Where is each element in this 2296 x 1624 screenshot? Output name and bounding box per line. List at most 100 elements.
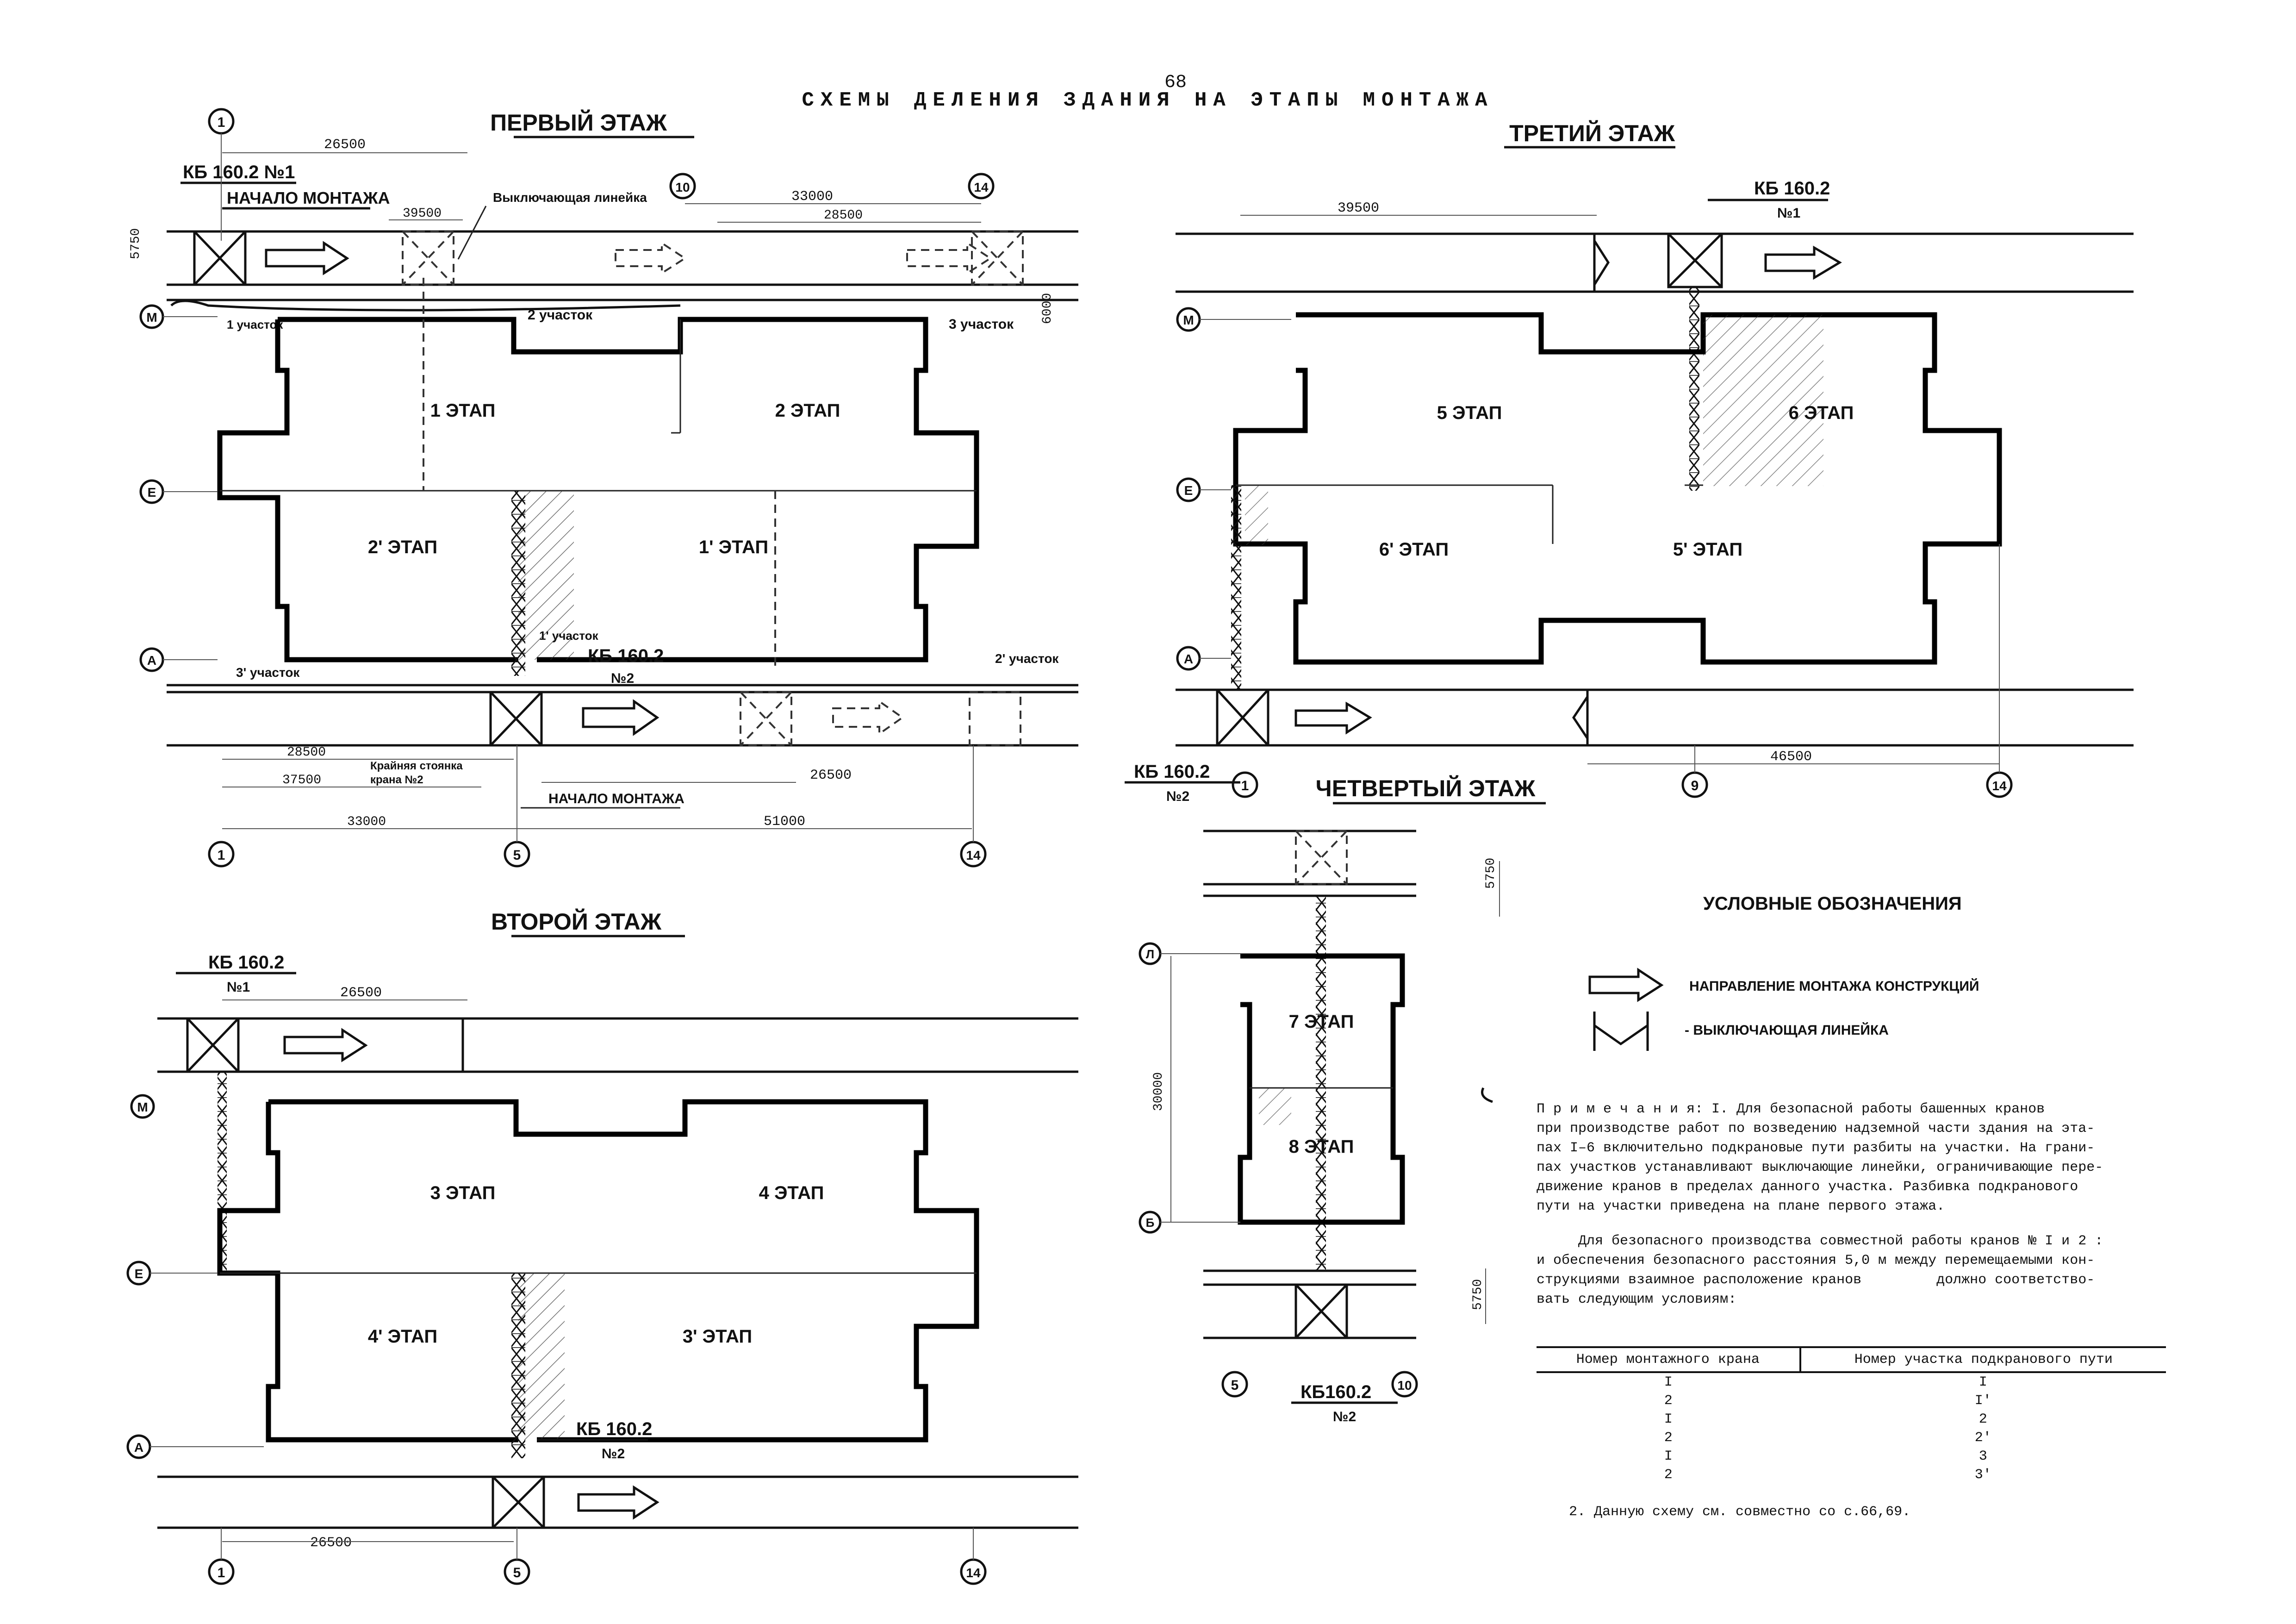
dim-33000-bottom: 33000 [347,815,386,829]
stage-8-label: 8 ЭТАП [1289,1137,1354,1157]
dim-51000-bottom: 51000 [764,814,805,830]
stage-1-label: 1 ЭТАП [430,400,496,421]
crane1-no-second: №1 [227,980,250,995]
third-floor-title: ТРЕТИЙ ЭТАЖ [1509,120,1675,146]
axis-10-top: 10 [675,180,690,194]
axis-a-second: А [134,1440,143,1455]
stage-4-label: 4 ЭТАП [759,1183,824,1203]
dim-28500-bottom: 28500 [287,745,326,760]
notes-paragraph-1: П р и м е ч а н и я: I. Для безопасной р… [1537,1101,2103,1214]
axis-a-first: А [147,653,156,668]
legend: УСЛОВНЫЕ ОБОЗНАЧЕНИЯ НАПРАВЛЕНИЕ МОНТАЖА… [1588,893,1979,1051]
axis-9-third: 9 [1691,778,1699,793]
stage-4prime-label: 4' ЭТАП [368,1326,437,1347]
axis-14-bottom: 14 [966,848,981,862]
section-3prime-label: 3' участок [236,665,300,680]
main-title: СХЕМЫ ДЕЛЕНИЯ ЗДАНИЯ НА ЭТАПЫ МОНТАЖА [802,89,1494,112]
stage-6prime-label: 6' ЭТАП [1379,539,1449,560]
axis-e-first: Е [148,485,156,500]
second-floor-plan: ВТОРОЙ ЭТАЖ КБ 160.2 №1 26500 3 ЭТАП 4 Э… [126,908,1078,1585]
axis-10-fourth: 10 [1397,1378,1412,1393]
stage-2prime-label: 2' ЭТАП [368,537,437,557]
axis-5-bottom: 5 [513,848,521,863]
dim-33000-top: 33000 [791,189,833,205]
axis-m-second: М [137,1100,148,1114]
axis-a-third: А [1184,652,1193,666]
axis-14-top: 14 [974,180,989,194]
dim-5750-fourth-top: 5750 [1484,858,1498,889]
dim-5750-fourth-bottom: 5750 [1471,1279,1485,1310]
first-floor-plan: ПЕРВЫЙ ЭТАЖ КБ 160.2 №1 НАЧАЛО МОНТАЖА В… [129,108,1078,868]
dim-26500-top: 26500 [324,137,366,153]
axis-m-first: М [146,310,157,325]
limit-switch-label: Выключающая линейка [493,190,647,205]
second-axis-markers: М Е А 1 5 14 [126,1094,987,1585]
table-header-section: Номер участка подкранового пути [1799,1346,2166,1373]
axis-1-top: 1 [218,115,225,130]
crane2-no-first: №2 [611,671,634,686]
direction-arrow-icon [1588,968,1664,1002]
section-2-label: 2 участок [528,307,593,323]
axis-14-second: 14 [966,1566,981,1580]
axis-1-second: 1 [218,1565,225,1580]
notes-paragraph-2: Для безопасного производства совместной … [1537,1233,2103,1307]
crane1-label: КБ 160.2 №1 [183,162,295,182]
section-3-label: 3 участок [949,317,1014,332]
stage-1prime-label: 1' ЭТАП [699,537,768,557]
extreme-stop-label-2: крана №2 [370,774,423,786]
axis-14-third: 14 [1992,779,2007,793]
dim-5750-first: 5750 [129,228,143,259]
axis-b-fourth: Б [1146,1216,1155,1230]
dim-26500-second-top: 26500 [340,985,382,1001]
fourth-floor-plan: ЧЕТВЕРТЫЙ ЭТАЖ 5750 7 ЭТАП 8 ЭТАП 5750 3… [1139,775,1546,1424]
crane2-label-second: КБ 160.2 [576,1419,652,1439]
crane2-label-first: КБ 160.2 [588,646,664,666]
second-floor-title: ВТОРОЙ ЭТАЖ [491,908,662,935]
axis-5-fourth: 5 [1231,1378,1239,1393]
axis-m-third: М [1183,313,1194,327]
start-label-1: НАЧАЛО МОНТАЖА [227,188,390,207]
fourth-floor-title: ЧЕТВЕРТЫЙ ЭТАЖ [1316,775,1536,801]
dim-39500-top: 39500 [403,206,442,221]
crane2-no-second: №2 [602,1446,625,1462]
first-axis-markers: 1 10 14 М Е А 1 5 14 [139,108,995,868]
crane1-label-second: КБ 160.2 [208,952,284,973]
stage-2-label: 2 ЭТАП [775,400,840,421]
crane2-label-fourth: КБ160.2 [1300,1382,1371,1402]
crane1-label-third: КБ 160.2 [1754,178,1830,199]
legend-item-limit-switch: - ВЫКЛЮЧАЮЩАЯ ЛИНЕЙКА [1685,1022,1889,1038]
dim-30000-fourth: 30000 [1151,1072,1166,1111]
stage-7-label: 7 ЭТАП [1289,1012,1354,1032]
axis-5-second: 5 [513,1565,521,1580]
dim-28500-top: 28500 [824,208,863,223]
legend-item-direction: НАПРАВЛЕНИЕ МОНТАЖА КОНСТРУКЦИЙ [1689,978,1979,994]
dim-37500-bottom: 37500 [282,773,321,787]
extreme-stop-label: Крайняя стоянка [370,760,463,772]
crane2-label-third: КБ 160.2 [1134,762,1210,782]
stage-5-label: 5 ЭТАП [1437,403,1502,423]
dim-6000-first: 6000 [1040,293,1055,324]
page-number: 68 [1164,72,1187,93]
axis-1-bottom: 1 [218,848,225,863]
third-floor-plan: ТРЕТИЙ ЭТАЖ КБ 160.2 №1 39500 5 ЭТАП 6 Э… [1125,120,2134,804]
start-label-2: НАЧАЛО МОНТАЖА [548,791,684,806]
fourth-axis-markers: Л Б 5 10 [1139,942,1418,1398]
axis-1-third: 1 [1241,778,1249,793]
axis-e-third: Е [1184,483,1193,498]
limit-switch-icon [1593,1012,1649,1051]
section-2prime-label: 2' участок [995,651,1059,666]
stage-3prime-label: 3' ЭТАП [683,1326,752,1347]
crane2-no-third: №2 [1166,789,1189,804]
stage-6-label: 6 ЭТАП [1789,403,1854,423]
section-1-label: 1 участок [227,318,283,331]
dim-46500-third: 46500 [1770,749,1812,765]
first-floor-title: ПЕРВЫЙ ЭТАЖ [490,109,667,136]
section-1prime-label: 1' участок [539,629,599,643]
dim-26500-second-bottom: 26500 [310,1535,352,1551]
